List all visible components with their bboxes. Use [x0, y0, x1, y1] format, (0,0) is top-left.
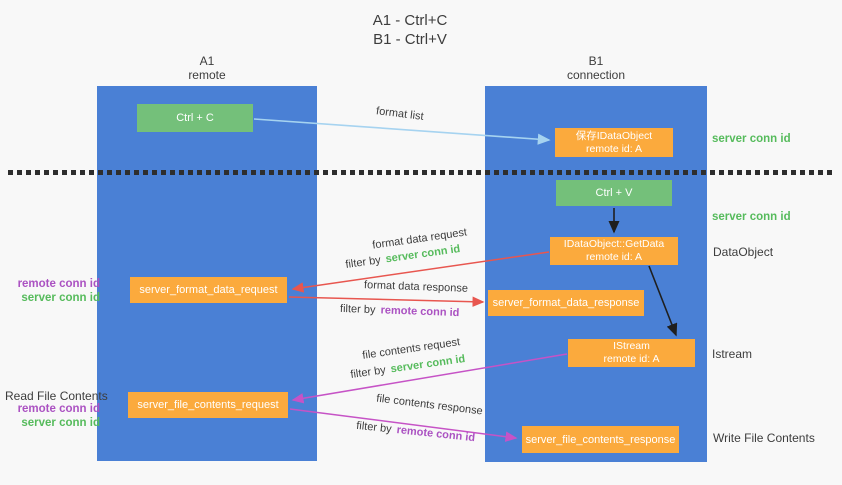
lane-a1-name: A1 — [199, 54, 215, 68]
server-format-data-response-label: server_format_data_response — [492, 297, 640, 309]
diagram-title: A1 - Ctrl+C B1 - Ctrl+V — [0, 11, 820, 49]
filter-by-text-4: filter by — [355, 419, 393, 436]
filter-by-text-2: filter by — [339, 302, 376, 317]
ctrl-v-label: Ctrl + V — [595, 187, 633, 199]
server-file-contents-response-node: server_file_contents_response — [522, 426, 679, 453]
server-format-data-response-node: server_format_data_response — [488, 290, 644, 316]
title-line-1: A1 - Ctrl+C — [372, 12, 448, 29]
getdata-node: IDataObject::GetData remote id: A — [550, 237, 678, 265]
filter-value-2: remote conn id — [380, 304, 460, 320]
format-data-response-arrow — [288, 296, 485, 307]
lane-b1-header: B1 connection — [485, 54, 707, 82]
divider-dotted-line — [8, 170, 835, 175]
istream-side-label: Istream — [712, 347, 753, 361]
filter-by-remote-conn-id-label-1: filter by remote conn id — [340, 303, 460, 319]
istream-node: IStream remote id: A — [568, 339, 695, 367]
lane-b1-subtitle: connection — [566, 68, 626, 82]
ctrl-v-node: Ctrl + V — [556, 180, 672, 206]
format-remote-conn-id-label: remote conn id — [17, 278, 100, 290]
getdata-line1: IDataObject::GetData — [563, 238, 665, 250]
server-file-contents-response-label: server_file_contents_response — [525, 433, 676, 446]
server-format-data-request-label: server_format_data_request — [139, 284, 278, 296]
file-contents-response-label: file contents response — [375, 392, 484, 418]
ctrl-c-node: Ctrl + C — [137, 104, 253, 132]
filter-by-text-1: filter by — [344, 254, 382, 271]
server-conn-id-label-mid: server conn id — [712, 211, 791, 223]
lane-a1-subtitle: remote — [188, 68, 226, 82]
filter-by-text-3: filter by — [349, 364, 387, 381]
server-conn-id-label-top: server conn id — [712, 133, 791, 145]
dataobject-label: DataObject — [713, 245, 774, 259]
file-conn-id-pair: remote conn id server conn id — [4, 403, 100, 430]
save-dataobject-line1: 保存IDataObject — [575, 129, 653, 142]
read-file-contents-label: Read File Contents — [5, 389, 108, 403]
server-file-contents-request-label: server_file_contents_request — [137, 399, 279, 411]
title-line-2: B1 - Ctrl+V — [373, 31, 447, 48]
write-file-contents-label: Write File Contents — [713, 431, 815, 445]
format-conn-id-pair: remote conn id server conn id — [4, 278, 100, 305]
filter-value-4: remote conn id — [396, 424, 476, 445]
istream-line1: IStream — [613, 340, 650, 352]
getdata-line2: remote id: A — [585, 251, 643, 263]
lane-a1-header: A1 remote — [97, 54, 317, 82]
format-list-label: format list — [375, 105, 425, 123]
ctrl-c-label: Ctrl + C — [176, 112, 214, 124]
lane-b1-name: B1 — [588, 54, 604, 68]
file-remote-conn-id-label: remote conn id — [17, 403, 100, 415]
save-dataobject-node: 保存IDataObject remote id: A — [555, 128, 673, 157]
format-server-conn-id-label: server conn id — [21, 291, 100, 304]
istream-line2: remote id: A — [603, 353, 660, 365]
server-format-data-request-node: server_format_data_request — [130, 277, 287, 303]
save-dataobject-line2: remote id: A — [585, 142, 643, 155]
format-data-response-label: format data response — [363, 279, 469, 295]
file-server-conn-id-label: server conn id — [21, 416, 100, 429]
server-file-contents-request-node: server_file_contents_request — [128, 392, 288, 418]
filter-by-remote-conn-id-label-2: filter by remote conn id — [356, 420, 476, 444]
